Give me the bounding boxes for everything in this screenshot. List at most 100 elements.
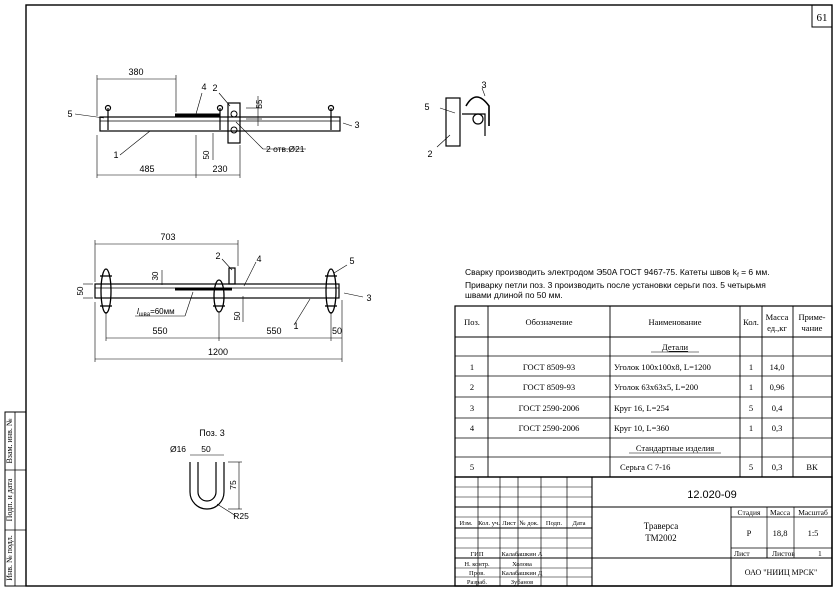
page-number: 61 [817, 12, 828, 24]
table-row: 2 ГОСТ 8509-93 Уголок 63х63х5, L=200 1 0… [470, 382, 785, 392]
title-line-2: ТМ2002 [645, 533, 676, 543]
svg-text:ВК: ВК [806, 462, 818, 472]
dim-55: 55 [255, 99, 264, 108]
section-details: Детали [662, 342, 689, 352]
note-line-2: Приварку петли поз. 3 производить после … [465, 280, 766, 290]
table-row: 4 ГОСТ 2590-2006 Круг 10, L=360 1 0,3 [470, 423, 782, 433]
mass-value: 18,8 [773, 528, 788, 538]
detail-dim-75: 75 [228, 480, 238, 490]
dim-380: 380 [128, 67, 143, 77]
svg-text:Дата: Дата [573, 520, 586, 527]
svg-text:1: 1 [470, 362, 474, 372]
svg-text:ГОСТ 8509-93: ГОСТ 8509-93 [523, 362, 575, 372]
spec-table: Поз. Обозначение Наименование Кол. Масса… [454, 305, 833, 478]
svg-text:Зубанов: Зубанов [511, 579, 533, 586]
sheet-frame [25, 4, 833, 587]
svg-text:Калабашкин Д: Калабашкин Д [502, 570, 543, 577]
svg-text:4: 4 [470, 423, 475, 433]
title-line-1: Траверса [644, 521, 678, 531]
hdr-qty: Кол. [743, 317, 759, 327]
svg-text:Уголок 63х63х5, L=200: Уголок 63х63х5, L=200 [614, 382, 698, 392]
hdr-note-2: чание [802, 323, 823, 333]
stamp-sign-date: Подп. и дата [5, 478, 14, 521]
svg-text:ГОСТ 8509-93: ГОСТ 8509-93 [523, 382, 575, 392]
table-row: 5 Серьга С 7-16 5 0,3 ВК [470, 462, 818, 472]
svg-text:№ док.: № док. [519, 520, 539, 527]
svg-text:1: 1 [749, 362, 753, 372]
svg-text:Стадия: Стадия [738, 508, 761, 517]
stage-value: Р [747, 528, 752, 538]
detail-radius: R25 [233, 511, 249, 521]
svg-text:Серьга С 7-16: Серьга С 7-16 [620, 462, 670, 472]
hdr-designation: Обозначение [526, 317, 573, 327]
svg-text:3: 3 [470, 403, 474, 413]
svg-text:2: 2 [470, 382, 474, 392]
fv-label-5: 5 [349, 256, 354, 266]
svg-text:Круг 10, L=360: Круг 10, L=360 [614, 423, 669, 433]
sv-label-2: 2 [427, 149, 432, 159]
detail-poz3: Поз. 3 Ø16 50 75 R25 [170, 428, 249, 521]
front-view: 703 550 550 50 1200 50 30 50 lшва=60мм 2… [76, 232, 372, 362]
dim-50-left: 50 [76, 286, 85, 295]
svg-text:Лист: Лист [734, 549, 750, 558]
note-line-3: швами длиной по 50 мм. [465, 290, 563, 300]
org-name: ОАО "НИИЦ МРСК" [745, 568, 818, 577]
drawing-code: 12.020-09 [687, 489, 737, 501]
dim-50-top: 50 [202, 150, 211, 159]
detail-dia: Ø16 [170, 444, 186, 454]
svg-text:Лист: Лист [502, 520, 516, 527]
svg-text:Листов: Листов [772, 549, 795, 558]
hdr-mass-2: ед.,кг [767, 323, 787, 333]
dim-230: 230 [212, 164, 227, 174]
note-line-1: Сварку производить электродом Э50А ГОСТ … [465, 267, 770, 279]
top-view: 380 485 230 55 50 2 отв.Ø21 5 1 2 4 3 [67, 67, 360, 178]
dim-1200: 1200 [208, 347, 228, 357]
notes: Сварку производить электродом Э50А ГОСТ … [465, 267, 770, 300]
svg-text:0,3: 0,3 [772, 423, 783, 433]
svg-text:14,0: 14,0 [770, 362, 785, 372]
hdr-pos: Поз. [464, 317, 480, 327]
stamp-inv-orig: Инв. № подл. [5, 535, 14, 581]
svg-text:Масса: Масса [770, 508, 791, 517]
tv-label-4: 4 [201, 82, 206, 92]
fv-label-3: 3 [366, 293, 371, 303]
svg-text:5: 5 [749, 403, 753, 413]
detail-dim-50: 50 [201, 444, 211, 454]
holes-callout: 2 отв.Ø21 [266, 144, 305, 154]
sv-label-5: 5 [424, 102, 429, 112]
dim-50-right: 50 [332, 326, 342, 336]
svg-text:1: 1 [749, 423, 753, 433]
svg-text:5: 5 [470, 462, 474, 472]
dim-485: 485 [139, 164, 154, 174]
title-block: 12.020-09 Изм. Кол. уч. Лист № док. Подп… [454, 476, 833, 587]
dim-50-mid: 50 [233, 311, 242, 320]
tv-label-1: 1 [113, 150, 118, 160]
svg-text:ГОСТ 2590-2006: ГОСТ 2590-2006 [519, 403, 580, 413]
table-row: 1 ГОСТ 8509-93 Уголок 100х100х8, L=1200 … [470, 362, 785, 372]
side-view: 5 2 3 [424, 80, 490, 159]
page-number-box [811, 4, 833, 28]
weld-length: lшва=60мм [137, 307, 175, 318]
svg-text:Холова: Холова [512, 561, 532, 568]
sheets-count: 1 [818, 549, 822, 558]
tv-label-2: 2 [212, 83, 217, 93]
hdr-note-1: Приме- [799, 312, 826, 322]
side-stamps: Взам. инв. № Подп. и дата Инв. № подл. [4, 411, 27, 587]
svg-text:Разраб.: Разраб. [467, 579, 488, 586]
svg-text:Масштаб: Масштаб [798, 508, 828, 517]
svg-text:Круг 16, L=254: Круг 16, L=254 [614, 403, 670, 413]
dim-30: 30 [151, 271, 160, 280]
svg-text:Н. контр.: Н. контр. [464, 561, 490, 568]
svg-text:0,4: 0,4 [772, 403, 783, 413]
hdr-mass-1: Масса [766, 312, 789, 322]
dim-550-right: 550 [266, 326, 281, 336]
fv-label-2: 2 [215, 251, 220, 261]
section-standard: Стандартные изделия [636, 443, 714, 453]
svg-text:1: 1 [749, 382, 753, 392]
dim-550-left: 550 [152, 326, 167, 336]
stamp-replace-inv: Взам. инв. № [5, 418, 14, 463]
tv-label-5: 5 [67, 109, 72, 119]
hdr-name: Наименование [649, 317, 702, 327]
svg-text:Калабашкин А: Калабашкин А [502, 551, 543, 558]
